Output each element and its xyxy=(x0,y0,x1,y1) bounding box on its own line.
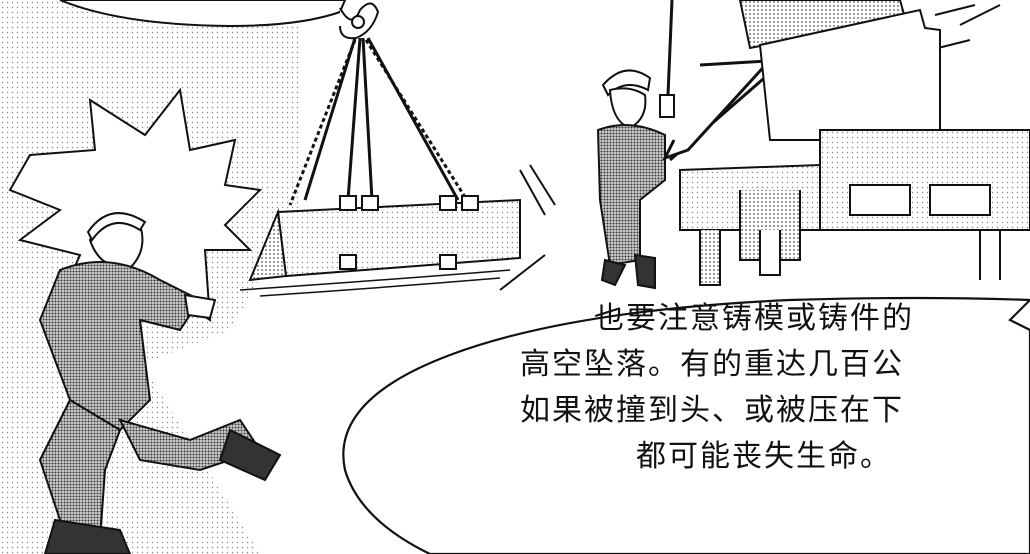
impact-burst xyxy=(8,87,263,332)
lifting-slings xyxy=(288,37,472,206)
falling-mold-block xyxy=(239,164,556,297)
speech-bubble xyxy=(342,296,1030,554)
caption-line-3: 如果被撞到头、或被压在下 xyxy=(520,393,904,428)
machinery xyxy=(679,8,1030,286)
caption-line-2: 高空坠落。有的重达几百公 xyxy=(520,347,904,382)
caption-line-1: 也要注意铸模或铸件的 xyxy=(594,301,914,336)
operator-worker xyxy=(596,0,675,290)
crane-hook xyxy=(339,2,380,40)
caption-line-4: 都可能丧失生命。 xyxy=(636,439,892,474)
reacting-worker xyxy=(38,212,282,554)
top-speech-bubble xyxy=(59,0,347,28)
speech-bubble-text: 也要注意铸模或铸件的 高空坠落。有的重达几百公 如果被撞到头、或被压在下 都可能… xyxy=(520,296,1030,480)
